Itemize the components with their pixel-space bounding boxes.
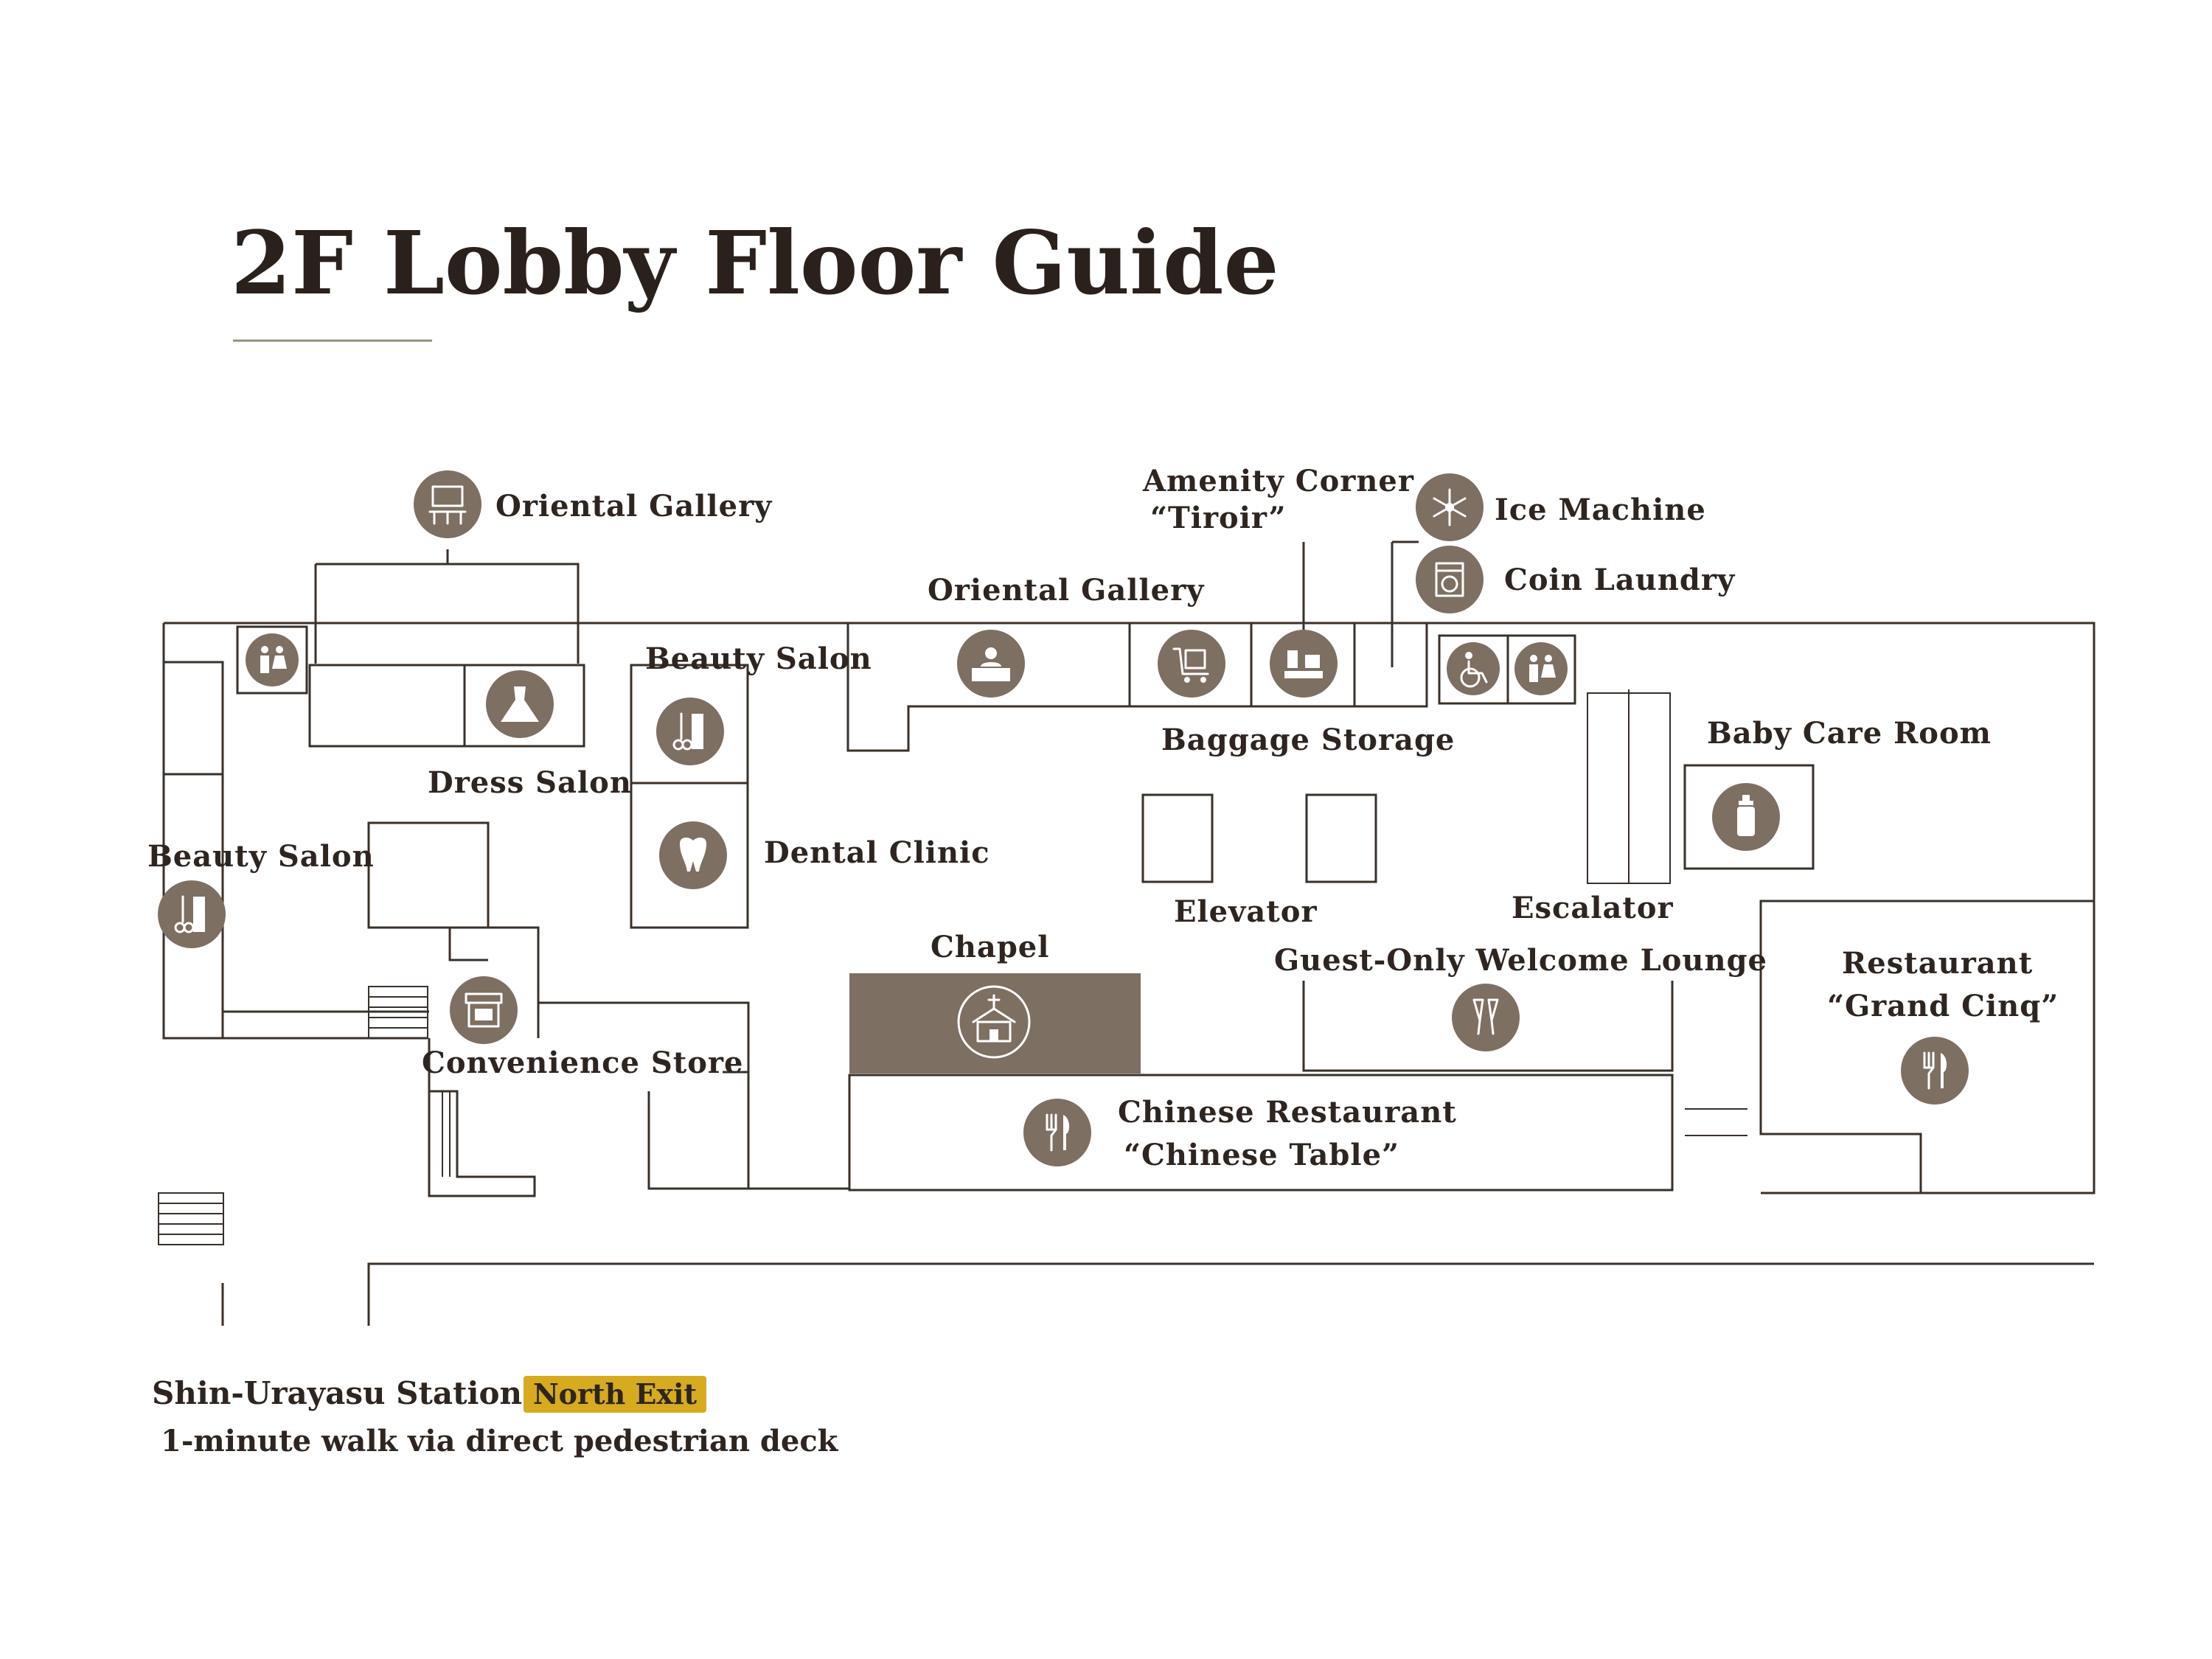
label-chapel: Chapel — [931, 930, 1049, 964]
beauty-salon-icon — [158, 880, 226, 948]
label-dress-salon: Dress Salon — [428, 765, 632, 800]
baggage-cart-icon — [1158, 630, 1225, 698]
label-chinese-restaurant: Chinese Restaurant — [1118, 1095, 1457, 1130]
floor-plan-walls — [158, 540, 2096, 1326]
label-welcome-lounge: Guest-Only Welcome Lounge — [1274, 943, 1767, 978]
room-labels: Oriental Gallery Amenity Corner “Tiroir”… — [147, 464, 2059, 1172]
restaurant-icon — [1901, 1037, 1969, 1105]
station-name: Shin-Urayasu Station — [152, 1375, 522, 1411]
champagne-icon — [1452, 984, 1520, 1051]
convenience-store-icon — [450, 976, 518, 1044]
label-grand-cinq: “Grand Cinq” — [1827, 989, 2059, 1023]
amenity-icon — [1270, 630, 1338, 698]
gallery-icon — [414, 470, 481, 538]
label-beauty-salon-left: Beauty Salon — [147, 839, 375, 874]
page-title: 2F Lobby Floor Guide — [231, 212, 1279, 314]
label-oriental-gallery-west: Oriental Gallery — [495, 489, 773, 524]
label-restaurant: Restaurant — [1842, 946, 2033, 981]
front-desk-icon — [957, 630, 1025, 698]
dental-icon — [659, 821, 727, 889]
restroom-icon — [1514, 642, 1568, 695]
chapel-icon — [957, 985, 1031, 1059]
beauty-salon-icon — [656, 698, 724, 765]
label-oriental-gallery-center: Oriental Gallery — [928, 573, 1205, 608]
exit-badge — [524, 1376, 706, 1413]
restaurant-icon — [1023, 1099, 1091, 1166]
label-chinese-table: “Chinese Table” — [1124, 1138, 1399, 1172]
label-escalator: Escalator — [1512, 891, 1674, 925]
label-ice-machine: Ice Machine — [1495, 493, 1706, 527]
exit-badge-label: North Exit — [533, 1377, 698, 1411]
label-beauty-salon-top: Beauty Salon — [645, 641, 872, 676]
label-baggage-storage: Baggage Storage — [1161, 723, 1455, 757]
label-dental-clinic: Dental Clinic — [764, 835, 990, 870]
label-elevator: Elevator — [1174, 894, 1318, 929]
label-coin-laundry: Coin Laundry — [1504, 563, 1736, 597]
ice-machine-icon — [1416, 473, 1484, 541]
restroom-icon — [246, 633, 299, 686]
label-amenity-corner: Amenity Corner — [1142, 464, 1414, 498]
label-convenience-store: Convenience Store — [422, 1046, 743, 1080]
baby-bottle-icon — [1712, 783, 1780, 851]
dress-icon — [486, 670, 554, 738]
chapel-room — [849, 973, 1141, 1074]
label-amenity-tiroir: “Tiroir” — [1150, 501, 1286, 535]
label-baby-care-room: Baby Care Room — [1707, 716, 1992, 751]
walk-description: 1-minute walk via direct pedestrian deck — [161, 1424, 839, 1458]
coin-laundry-icon — [1416, 546, 1484, 613]
wheelchair-icon — [1447, 642, 1500, 695]
